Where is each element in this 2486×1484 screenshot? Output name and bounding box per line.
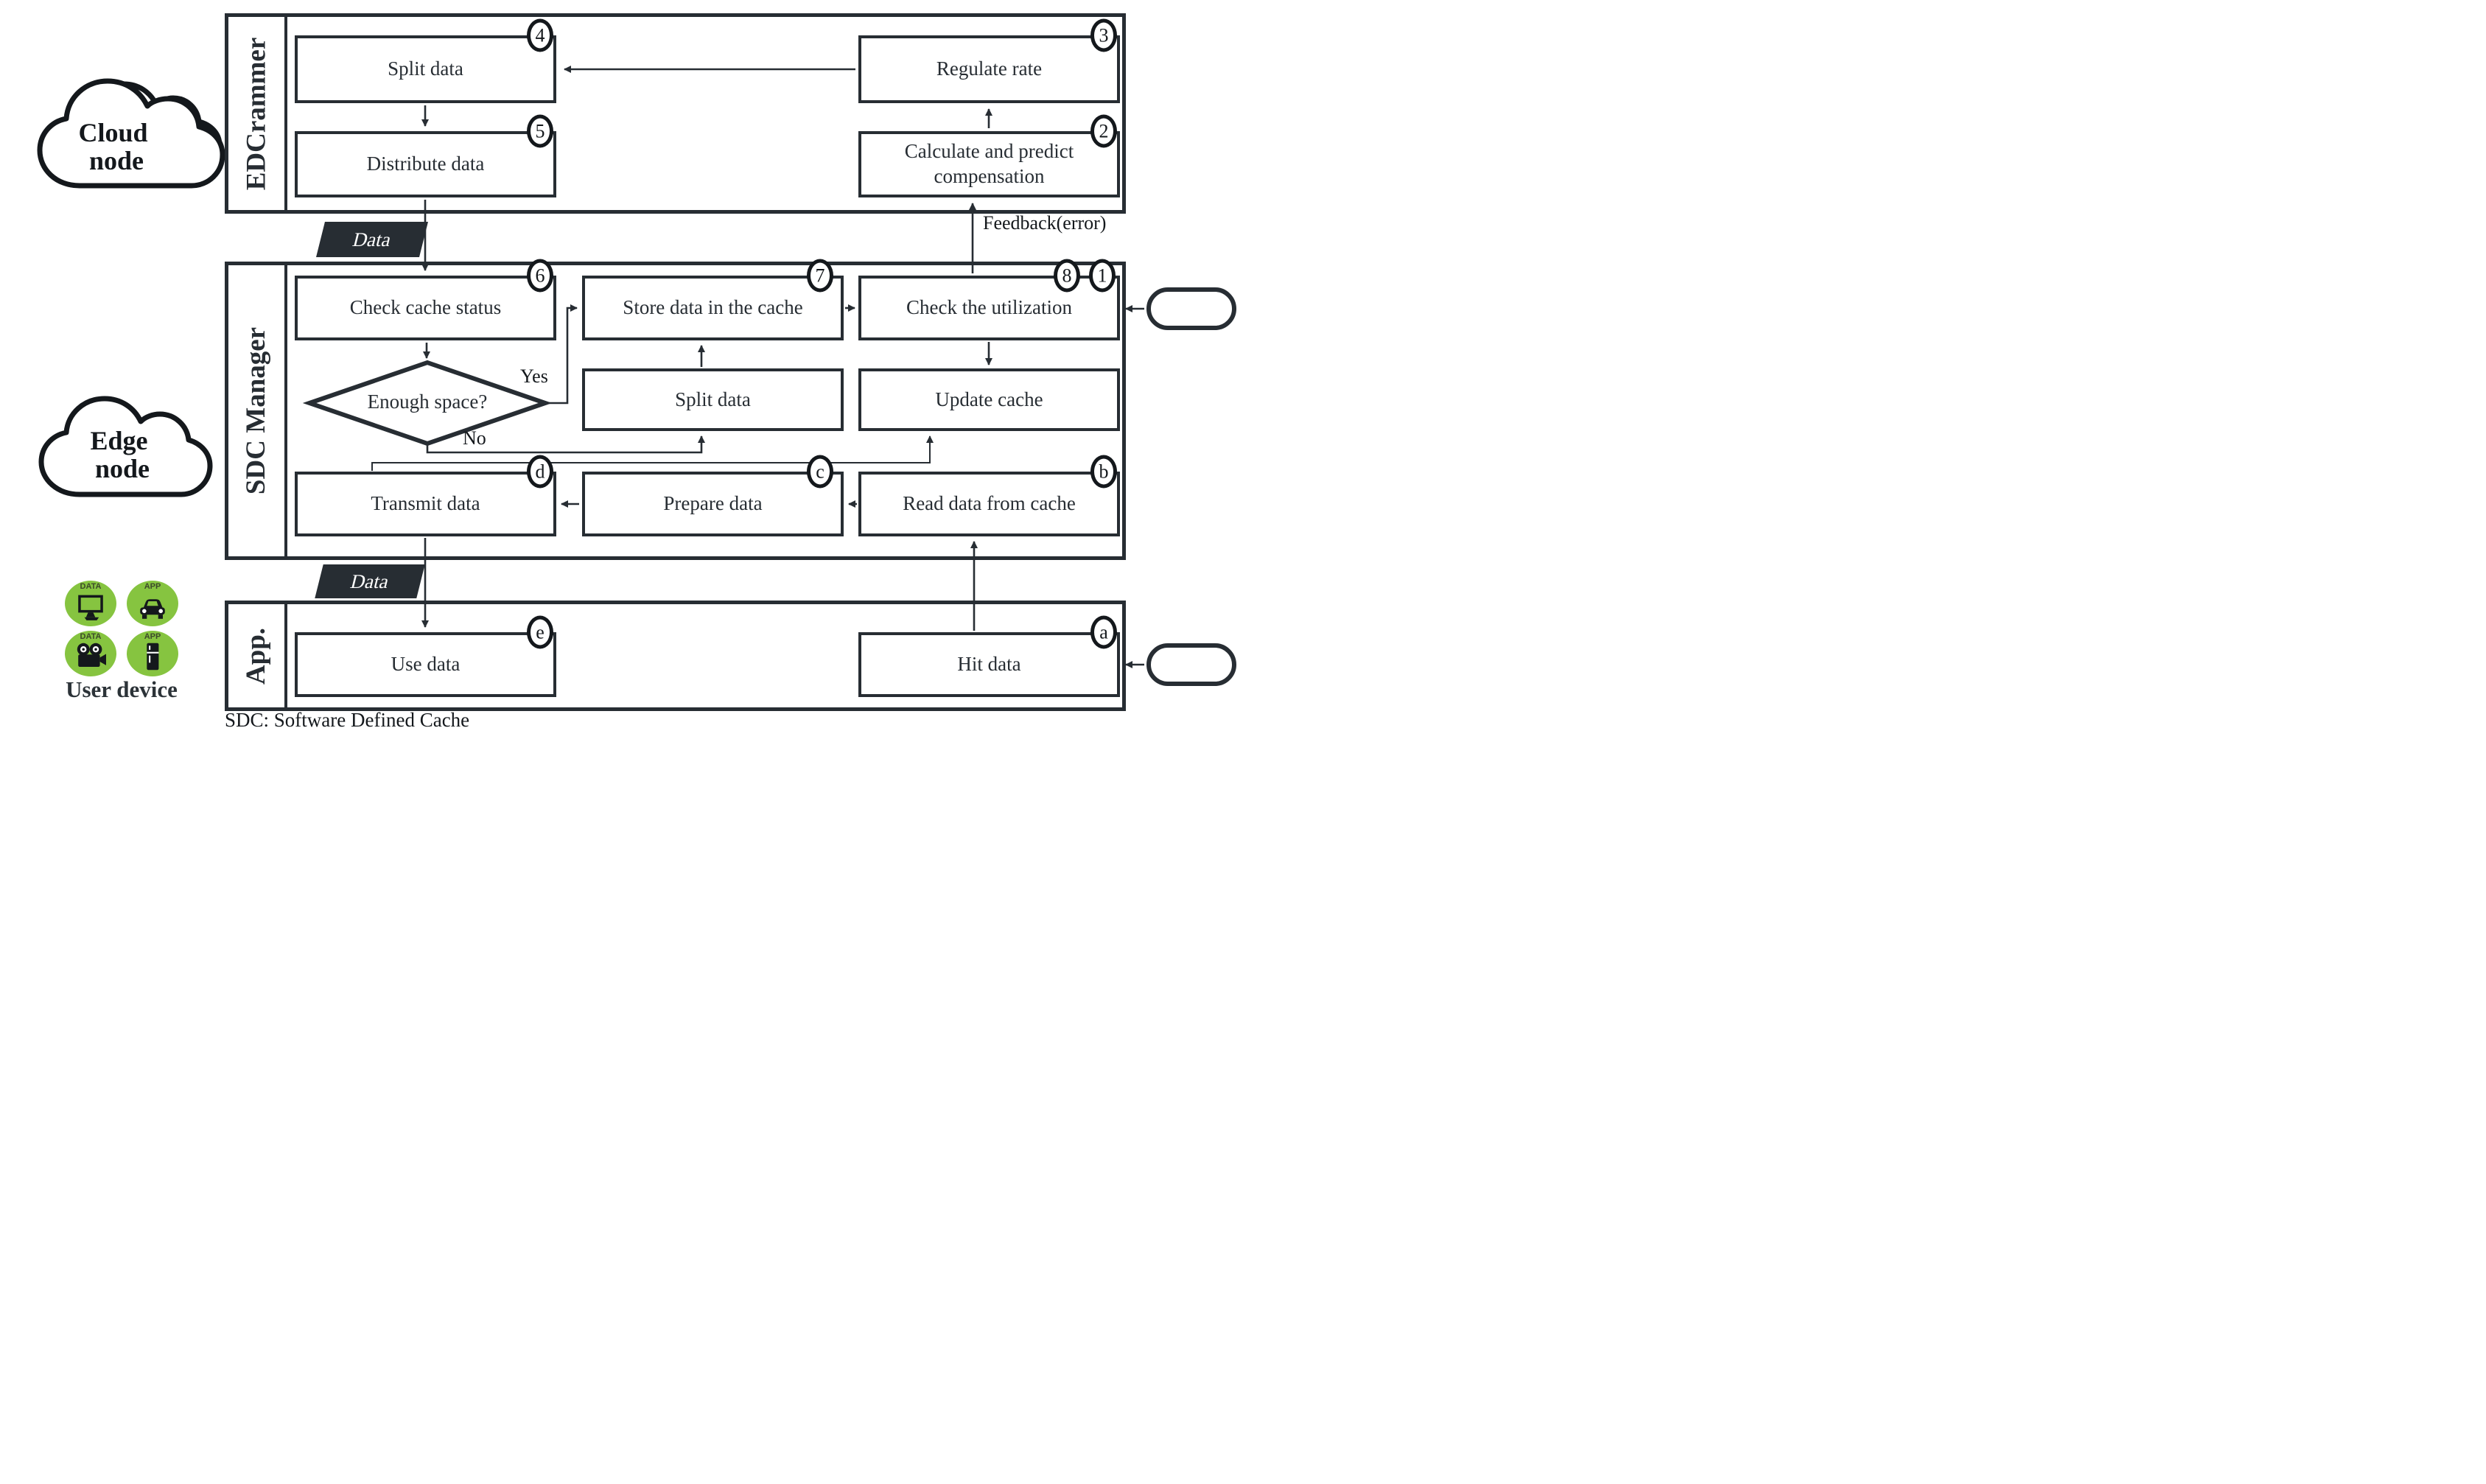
step-badge-b: b bbox=[1090, 455, 1117, 489]
terminator-shape-top bbox=[1146, 287, 1236, 330]
step-badge-6: 6 bbox=[527, 259, 553, 293]
split-data-box: Split data bbox=[295, 35, 556, 103]
icon-caption: DATA bbox=[80, 582, 102, 591]
split-data-2-box: Split data bbox=[582, 368, 844, 431]
step-badge-4: 4 bbox=[527, 18, 553, 52]
terminator-shape-bottom bbox=[1146, 643, 1236, 686]
store-data-box: Store data in the cache bbox=[582, 276, 844, 340]
app-band-strip: App. bbox=[228, 604, 287, 707]
yes-label: Yes bbox=[520, 365, 548, 387]
compensation-line1: Calculate and predict bbox=[904, 140, 1074, 163]
step-badge-2: 2 bbox=[1090, 114, 1117, 148]
sdc-manager-band-strip: SDC Manager bbox=[228, 265, 287, 556]
compensation-box: Calculate and predict compensation bbox=[858, 131, 1120, 197]
edge-node-label: Edge node bbox=[90, 426, 154, 483]
step-badge-d: d bbox=[527, 455, 553, 489]
monitor-icon bbox=[78, 595, 103, 620]
step-badge-c: c bbox=[807, 455, 833, 489]
car-icon bbox=[140, 599, 165, 619]
transmit-data-box: Transmit data bbox=[295, 472, 556, 536]
step-badge-3: 3 bbox=[1090, 18, 1117, 52]
flow-diagram: Cloud node Edge node DATA APP bbox=[0, 0, 1243, 742]
user-device-item: DATA bbox=[65, 631, 116, 676]
user-device-item: APP bbox=[127, 631, 178, 676]
compensation-line2: compensation bbox=[934, 165, 1045, 187]
cloud-icon: Edge node bbox=[38, 396, 213, 497]
step-badge-a: a bbox=[1090, 615, 1117, 649]
regulate-rate-box: Regulate rate bbox=[858, 35, 1120, 103]
data-flow-shape-bottom: Data bbox=[315, 564, 425, 598]
use-data-box: Use data bbox=[295, 632, 556, 697]
edge-node-figure: Edge node bbox=[22, 357, 221, 512]
cloud-node-figure: Cloud node bbox=[15, 15, 236, 210]
check-cache-status-box: Check cache status bbox=[295, 276, 556, 340]
user-device-item: DATA bbox=[65, 581, 116, 626]
feedback-label: Feedback(error) bbox=[983, 212, 1107, 234]
user-device-item: APP bbox=[127, 581, 178, 626]
hit-data-box: Hit data bbox=[858, 632, 1120, 697]
step-badge-5: 5 bbox=[527, 114, 553, 148]
enough-space-diamond bbox=[302, 360, 553, 447]
cloud-icon: Cloud node bbox=[37, 78, 225, 189]
check-utilization-box: Check the utilization bbox=[858, 276, 1120, 340]
data-flow-shape-top: Data bbox=[316, 222, 428, 257]
enough-space-label: Enough space? bbox=[367, 391, 488, 413]
icon-caption: DATA bbox=[80, 632, 102, 641]
video-camera-icon bbox=[77, 643, 106, 667]
read-data-box: Read data from cache bbox=[858, 472, 1120, 536]
distribute-data-box: Distribute data bbox=[295, 131, 556, 197]
update-cache-box: Update cache bbox=[858, 368, 1120, 431]
step-badge-e: e bbox=[527, 615, 553, 649]
step-badge-7: 7 bbox=[807, 259, 833, 293]
icon-caption: APP bbox=[144, 582, 161, 591]
edcrammer-band-strip: EDCrammer bbox=[228, 17, 287, 210]
step-badge-8: 8 bbox=[1054, 259, 1080, 293]
footer-note: SDC: Software Defined Cache bbox=[225, 709, 470, 731]
step-badge-1: 1 bbox=[1089, 259, 1116, 293]
user-device-label: User device bbox=[66, 676, 178, 702]
cloud-node-label: Cloud node bbox=[78, 118, 154, 175]
no-label: No bbox=[463, 427, 486, 449]
icon-caption: APP bbox=[144, 632, 161, 641]
prepare-data-box: Prepare data bbox=[582, 472, 844, 536]
refrigerator-icon bbox=[147, 643, 159, 671]
